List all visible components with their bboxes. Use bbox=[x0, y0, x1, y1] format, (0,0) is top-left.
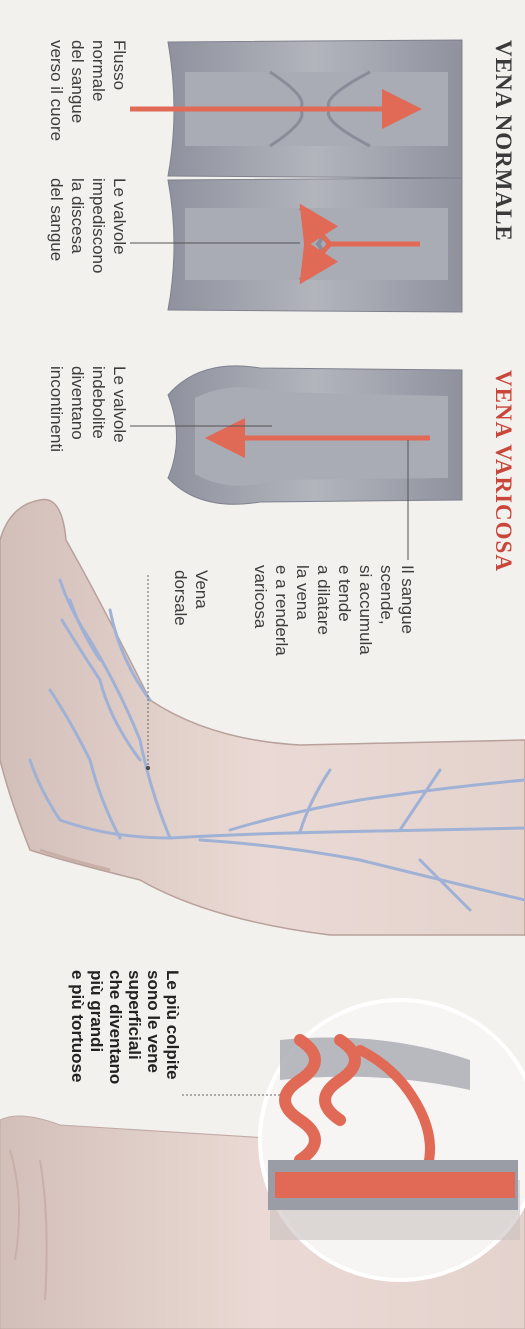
label-valvole-impediscono: Le valvole impediscono la discesa del sa… bbox=[46, 178, 130, 273]
label-sangue-scende: Il sangue scende, si accumula e tende a … bbox=[250, 565, 418, 656]
label-flusso-normale: Flusso normale del sangue verso il cuore bbox=[46, 40, 130, 141]
title-vena-varicosa: VENA VARICOSA bbox=[492, 370, 515, 572]
label-piu-colpite: Le più colpite sono le vene superficiali… bbox=[68, 970, 182, 1084]
varicose-vein bbox=[130, 366, 462, 560]
label-valvole-indebolite: Le valvole indebolite diventano incontin… bbox=[46, 366, 130, 452]
normal-vein-valves bbox=[130, 178, 462, 312]
title-vena-normale: VENA NORMALE bbox=[492, 40, 515, 242]
label-vena-dorsale: Vena dorsale bbox=[170, 570, 212, 626]
normal-vein-flow bbox=[130, 40, 462, 178]
